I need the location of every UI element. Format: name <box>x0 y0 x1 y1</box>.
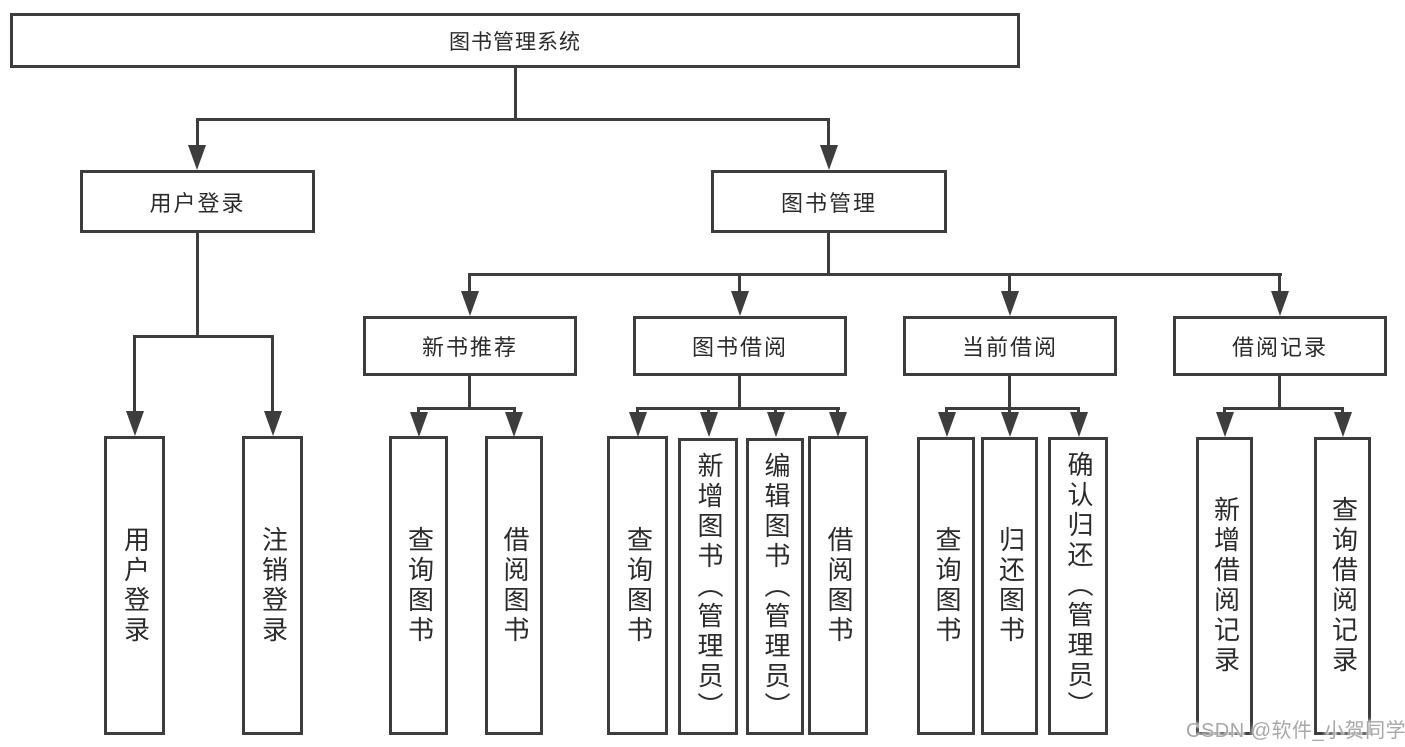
leaf-query-book-3: 查询图书 <box>917 437 975 735</box>
arrow-down-icon <box>731 291 749 316</box>
node-borrow-record: 借阅记录 <box>1173 316 1387 376</box>
arrow-down-icon <box>505 412 523 437</box>
leaf-add-book-admin-label: 新增图书（管理员） <box>693 451 724 722</box>
arrow-down-icon <box>700 412 718 437</box>
node-current-borrow: 当前借阅 <box>903 316 1117 376</box>
connector-drop <box>1223 407 1226 414</box>
leaf-return-book: 归还图书 <box>981 437 1038 735</box>
node-user-login: 用户登录 <box>80 170 315 233</box>
connector-drop-user-login <box>196 118 199 148</box>
leaf-borrow-book-2-label: 借阅图书 <box>823 525 854 646</box>
leaf-edit-book-admin-label: 编辑图书（管理员） <box>760 451 791 722</box>
connector-book-management-stem <box>827 233 830 273</box>
leaf-add-borrow-record-label: 新增借阅记录 <box>1210 496 1241 676</box>
leaf-query-borrow-record-label: 查询借阅记录 <box>1328 496 1359 676</box>
connector-drop <box>1077 407 1080 414</box>
node-book-borrow: 图书借阅 <box>633 316 847 376</box>
leaf-borrow-book-1: 借阅图书 <box>485 436 543 735</box>
node-book-management: 图书管理 <box>711 170 947 233</box>
connector-drop-book-borrow <box>738 273 741 291</box>
connector-borrow-record-stem <box>1278 376 1281 407</box>
leaf-logout-label: 注销登录 <box>258 525 289 646</box>
connector-level1-bus <box>196 118 830 121</box>
leaf-query-book-1-label: 查询图书 <box>404 525 435 646</box>
connector-drop <box>707 407 710 414</box>
connector-drop <box>945 407 948 414</box>
connector-drop <box>1341 407 1344 414</box>
leaf-logout: 注销登录 <box>242 436 303 735</box>
arrow-down-icon <box>1334 412 1352 437</box>
csdn-watermark: CSDN @软件_小贺同学 <box>1186 720 1405 742</box>
leaf-edit-book-admin: 编辑图书（管理员） <box>746 438 804 735</box>
connector-drop <box>774 407 777 414</box>
leaf-add-book-admin: 新增图书（管理员） <box>678 438 738 735</box>
leaf-query-book-2: 查询图书 <box>607 436 668 735</box>
leaf-query-book-1: 查询图书 <box>389 436 448 735</box>
node-current-borrow-label: 当前借阅 <box>961 335 1058 360</box>
connector-drop-leaf-user-login <box>133 335 136 411</box>
connector-drop <box>1008 407 1011 414</box>
arrow-down-icon <box>767 412 785 437</box>
connector-drop <box>417 407 420 414</box>
arrow-down-icon <box>461 291 479 316</box>
node-borrow-record-label: 借阅记录 <box>1231 335 1328 360</box>
arrow-down-icon <box>938 412 956 437</box>
connector-drop-leaf-logout <box>271 335 274 411</box>
leaf-add-borrow-record: 新增借阅记录 <box>1196 437 1253 735</box>
arrow-down-icon <box>1001 412 1019 437</box>
connector-drop <box>636 407 639 414</box>
leaf-user-login-label: 用户登录 <box>120 525 151 646</box>
connector-borrow-record-bus <box>1223 407 1344 410</box>
node-new-book-recommend-label: 新书推荐 <box>421 335 518 360</box>
node-book-management-label: 图书管理 <box>780 190 877 216</box>
connector-current-borrow-bus <box>945 407 1079 410</box>
node-book-borrow-label: 图书借阅 <box>691 335 788 360</box>
node-root: 图书管理系统 <box>10 13 1020 68</box>
leaf-query-borrow-record: 查询借阅记录 <box>1314 437 1371 735</box>
connector-book-borrow-stem <box>738 376 741 407</box>
connector-book-borrow-bus <box>636 407 840 410</box>
arrow-down-icon <box>820 145 838 170</box>
arrow-down-icon <box>1271 291 1289 316</box>
leaf-borrow-book-2: 借阅图书 <box>808 436 868 735</box>
connector-level2-bus <box>468 273 1282 276</box>
arrow-down-icon <box>629 412 647 437</box>
leaf-query-book-3-label: 查询图书 <box>931 526 962 646</box>
node-new-book-recommend: 新书推荐 <box>363 316 577 376</box>
connector-drop-current-borrow <box>1008 273 1011 291</box>
arrow-down-icon <box>188 145 206 170</box>
connector-drop-new-book-recommend <box>468 273 471 291</box>
connector-drop <box>836 407 839 414</box>
leaf-borrow-book-1-label: 借阅图书 <box>499 525 530 646</box>
node-user-login-label: 用户登录 <box>149 190 246 216</box>
connector-drop-borrow-record <box>1278 273 1281 291</box>
connector-root-stem <box>514 68 517 118</box>
leaf-query-book-2-label: 查询图书 <box>623 525 654 646</box>
arrow-down-icon <box>829 412 847 437</box>
connector-user-login-stem <box>196 233 199 335</box>
node-root-label: 图书管理系统 <box>449 30 581 54</box>
connector-new-book-recommend-stem <box>468 376 471 407</box>
arrow-down-icon <box>126 411 144 436</box>
connector-new-book-recommend-bus <box>417 407 516 410</box>
arrow-down-icon <box>1216 412 1234 437</box>
connector-drop <box>513 407 516 414</box>
connector-current-borrow-stem <box>1008 376 1011 407</box>
arrow-down-icon <box>410 412 428 437</box>
arrow-down-icon <box>1001 291 1019 316</box>
arrow-down-icon <box>264 411 282 436</box>
leaf-confirm-return-admin: 确认归还（管理员） <box>1048 437 1108 735</box>
leaf-return-book-label: 归还图书 <box>995 526 1026 646</box>
connector-drop-book-management <box>827 118 830 148</box>
arrow-down-icon <box>1070 412 1088 437</box>
leaf-confirm-return-admin-label: 确认归还（管理员） <box>1063 451 1094 721</box>
connector-user-login-bus <box>133 335 274 338</box>
leaf-user-login: 用户登录 <box>104 436 165 735</box>
